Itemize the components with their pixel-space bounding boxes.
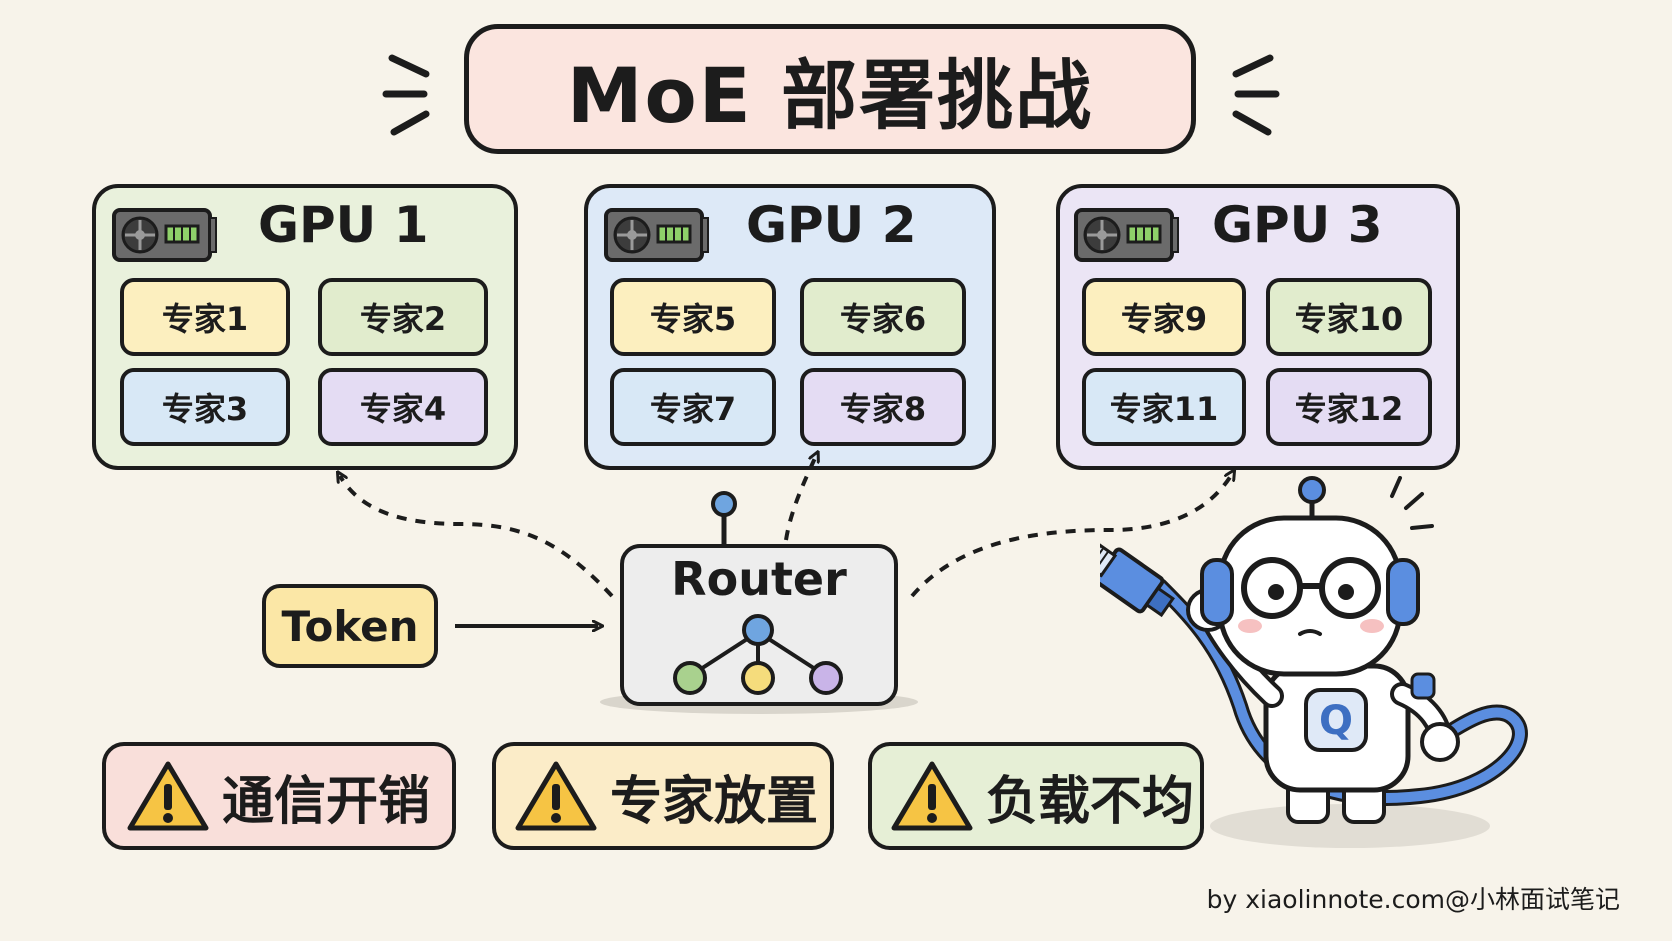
- router-to-gpu3-arrow: [910, 474, 1232, 598]
- expert-3: 专家3: [120, 368, 290, 446]
- mascot-badge: Q: [1319, 698, 1353, 744]
- warning-expert-placement: 专家放置: [492, 742, 834, 850]
- title-banner: MoE 部署挑战: [464, 24, 1196, 154]
- expert-1: 专家1: [120, 278, 290, 356]
- title-burst-left: [382, 54, 430, 136]
- footer-credit: by xiaolinnote.com@小林面试笔记: [1206, 885, 1620, 914]
- gpu-card-icon: [1074, 208, 1179, 262]
- gpu-1-label: GPU 1: [258, 196, 429, 254]
- gpu-card-icon: [604, 208, 709, 262]
- expert-10: 专家10: [1266, 278, 1432, 356]
- router-to-gpu1-arrow: [340, 476, 614, 598]
- warning-icon: [515, 761, 597, 831]
- expert-2: 专家2: [318, 278, 488, 356]
- warning-load-imbalance: 负载不均: [868, 742, 1204, 850]
- expert-4: 专家4: [318, 368, 488, 446]
- warning-label-2: 专家放置: [610, 771, 819, 832]
- router-to-gpu2-arrow: [784, 456, 816, 541]
- expert-8: 专家8: [800, 368, 966, 446]
- gpu-2-label: GPU 2: [746, 196, 917, 254]
- token-label: Token: [281, 601, 419, 651]
- title-text: MoE 部署挑战: [566, 51, 1094, 140]
- router-tree-icon: [673, 614, 843, 695]
- warning-icon: [127, 761, 209, 831]
- title-burst-right: [1232, 54, 1280, 136]
- expert-5: 专家5: [610, 278, 776, 356]
- expert-7: 专家7: [610, 368, 776, 446]
- warning-icon: [891, 761, 973, 831]
- robot-mascot: Q: [1100, 476, 1528, 848]
- warning-label-3: 负载不均: [986, 771, 1195, 832]
- expert-12: 专家12: [1266, 368, 1432, 446]
- expert-6: 专家6: [800, 278, 966, 356]
- token-box: Token: [262, 584, 438, 668]
- expert-9: 专家9: [1082, 278, 1246, 356]
- router-antenna: [711, 491, 737, 546]
- warning-communication-overhead: 通信开销: [102, 742, 456, 850]
- router-label: Router: [671, 552, 847, 606]
- gpu-3-label: GPU 3: [1212, 196, 1383, 254]
- gpu-card-icon: [112, 208, 217, 262]
- warning-label-1: 通信开销: [222, 771, 431, 832]
- ethernet-plug-icon: [1100, 543, 1175, 618]
- expert-11: 专家11: [1082, 368, 1246, 446]
